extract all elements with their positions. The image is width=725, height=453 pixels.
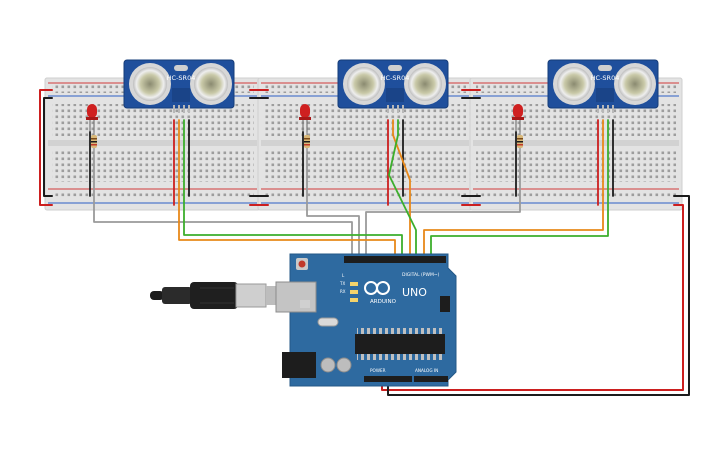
digital-label: DIGITAL (PWM~) xyxy=(402,272,440,278)
wire-sensor-1-trig[interactable] xyxy=(178,119,396,263)
led-3[interactable] xyxy=(512,104,524,132)
wire-sensor-3-echo[interactable] xyxy=(430,119,609,263)
wire-led-3-signal[interactable] xyxy=(365,154,521,263)
wire-sensor-2-echo[interactable] xyxy=(388,119,417,263)
wire-ground-left-black[interactable] xyxy=(43,97,53,197)
arduino-uno-board[interactable]: ARDUINO UNO DIGITAL (PWM~) POWER ANALOG … xyxy=(275,253,457,387)
wire-sensor-2-trig[interactable] xyxy=(392,119,411,263)
breadboard-1 xyxy=(44,77,261,211)
sensor-2-label: HC-SR04 xyxy=(381,74,410,82)
ultrasonic-sensor-3[interactable]: HC-SR04 xyxy=(547,59,659,113)
arduino-logo-icon xyxy=(364,281,390,295)
digital-header xyxy=(344,256,446,263)
power-label: POWER xyxy=(370,368,386,373)
wire-led-1-signal[interactable] xyxy=(93,154,353,263)
analog-header xyxy=(414,376,448,382)
power-header xyxy=(364,376,412,382)
wire-led-2-signal[interactable] xyxy=(306,154,360,263)
ultrasonic-sensor-1[interactable]: HC-SR04 xyxy=(123,59,235,113)
power-jack xyxy=(282,352,316,378)
resistor-2[interactable] xyxy=(304,130,310,155)
usb-cable[interactable] xyxy=(150,282,276,309)
wire-sensor-3-trig[interactable] xyxy=(423,119,604,263)
wire-sensor-1-echo[interactable] xyxy=(183,119,403,263)
analog-label: ANALOG IN xyxy=(415,368,438,373)
sensor-3-label: HC-SR04 xyxy=(591,74,620,82)
resistor-3[interactable] xyxy=(517,130,523,155)
atmega-chip xyxy=(355,334,445,354)
arduino-model: UNO xyxy=(402,286,427,299)
ultrasonic-sensor-2[interactable]: HC-SR04 xyxy=(337,59,449,113)
tx-label: TX xyxy=(339,281,345,286)
wire-gnd-supply[interactable] xyxy=(387,195,690,396)
arduino-logo-text: ARDUINO xyxy=(370,299,397,305)
sensor-1-label: HC-SR04 xyxy=(167,74,196,82)
l-label: L xyxy=(342,273,345,278)
wire-power-left-red[interactable] xyxy=(39,89,53,206)
wires xyxy=(39,89,690,396)
resistor-1[interactable] xyxy=(91,130,97,155)
rx-label: RX xyxy=(340,289,346,294)
